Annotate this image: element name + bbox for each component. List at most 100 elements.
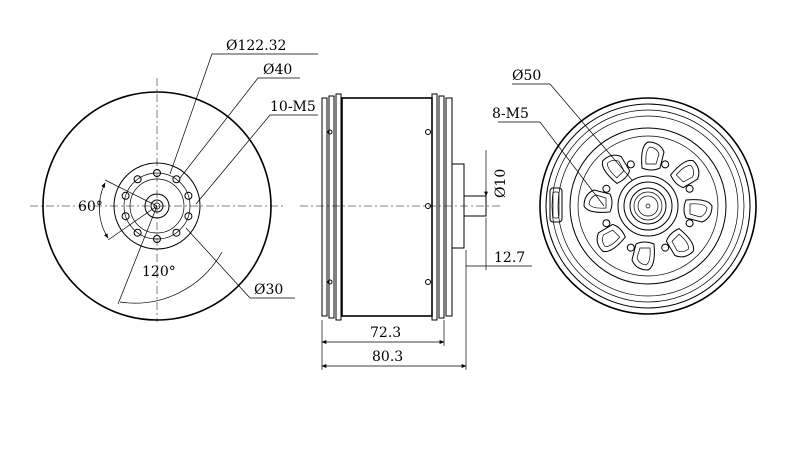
side-fin-2 (328, 95, 335, 319)
rear-window (670, 159, 700, 189)
rear-ring-4 (569, 127, 727, 285)
rear-ring-5 (577, 135, 719, 277)
leader-holes-front (195, 114, 318, 205)
front-hole (121, 212, 130, 221)
label-outer-diameter: Ø122.32 (226, 38, 286, 54)
rear-window-inner (607, 159, 625, 179)
front-hole (172, 175, 181, 184)
leader-d40 (179, 77, 300, 179)
label-length-total: 80.3 (372, 349, 403, 365)
front-hole (121, 191, 130, 200)
rear-hole (661, 243, 670, 252)
side-bolt-2 (425, 129, 431, 135)
rear-window-outline (583, 189, 613, 213)
rear-window (683, 199, 713, 223)
front-inner-circle (129, 178, 185, 234)
rear-hole (626, 160, 635, 169)
side-view: 72.3 80.3 12.7 Ø10 (300, 93, 532, 370)
rear-view: Ø50 8-M5 (492, 68, 757, 315)
label-holes-front: 10-M5 (270, 99, 316, 115)
rear-hole (685, 219, 694, 228)
front-hole (184, 212, 193, 221)
rear-window-outline (683, 199, 713, 223)
rear-window (631, 241, 655, 271)
front-hole (133, 228, 142, 237)
front-view: Ø122.32 Ø40 10-M5 60° 120° Ø30 (30, 38, 318, 322)
front-hole (133, 175, 142, 184)
front-shaft-circle (150, 199, 164, 213)
rear-window (665, 228, 695, 258)
angle-arc-60 (99, 182, 109, 239)
leader-holes-rear (498, 121, 605, 207)
leader-d50 (512, 83, 633, 181)
rear-cable-exit-inner (552, 191, 560, 219)
side-fin-4 (431, 93, 438, 321)
rear-cable-exit (549, 187, 563, 223)
side-bolt-4 (425, 279, 431, 285)
side-fin-5 (438, 95, 445, 319)
rear-outer-circle (539, 97, 757, 315)
front-bolt-circle (123, 172, 191, 240)
label-shaft-diameter: Ø10 (493, 169, 509, 198)
rear-window-inner (645, 146, 660, 165)
angle-ray-60b (107, 205, 158, 241)
angle-ray-60a (104, 179, 158, 207)
rear-bearing-outer (629, 187, 667, 225)
rear-hole (602, 184, 611, 193)
side-bolt-3 (425, 203, 431, 209)
rear-ring-1 (545, 103, 751, 309)
rear-mounting-holes (602, 160, 694, 252)
rear-window-inner (601, 229, 621, 247)
rear-window-inner (671, 233, 689, 253)
side-body (341, 97, 433, 317)
rear-bearing-inner (633, 191, 663, 221)
label-d30: Ø30 (254, 282, 283, 298)
front-hole (184, 191, 193, 200)
rear-hole (602, 219, 611, 228)
rear-hub-inner (623, 181, 673, 231)
label-angle-60: 60° (78, 199, 103, 215)
front-hub-circle (113, 162, 201, 250)
rear-window (596, 223, 626, 253)
front-hole (153, 169, 161, 177)
side-bolt-5 (327, 279, 333, 285)
side-bolt-1 (327, 129, 333, 135)
rear-window-outline (641, 141, 665, 171)
rear-hole (626, 243, 635, 252)
rear-cooling-windows (583, 141, 713, 271)
rear-window-outline (601, 154, 631, 184)
rear-ring-3 (557, 115, 739, 297)
angle-arc-120 (119, 251, 223, 304)
front-shaft-center (153, 202, 161, 210)
front-mounting-holes (121, 169, 193, 243)
rear-window (583, 189, 613, 213)
rear-hole (685, 184, 694, 193)
leader-outer-diameter (169, 53, 318, 175)
label-d40: Ø40 (263, 62, 292, 78)
rear-window-inner (689, 203, 708, 218)
side-fin-1 (321, 97, 328, 317)
label-angle-120: 120° (142, 264, 176, 280)
label-holes-rear: 8-M5 (492, 106, 529, 122)
front-hole (153, 235, 161, 243)
rear-window-outline (665, 228, 695, 258)
leader-d30 (185, 227, 295, 299)
side-fin-3 (335, 93, 342, 321)
rear-hub-circle (617, 175, 679, 237)
label-d50: Ø50 (512, 68, 541, 84)
angle-ray-120a (117, 205, 158, 305)
side-fin-6 (445, 97, 453, 317)
rear-hole (661, 160, 670, 169)
label-length-body: 72.3 (370, 325, 401, 341)
rear-window-outline (631, 241, 655, 271)
rear-window (641, 141, 665, 171)
rear-window-inner (675, 165, 695, 183)
rear-ring-2 (551, 109, 745, 303)
rear-window-outline (596, 223, 626, 253)
front-boss-circle (144, 193, 170, 219)
rear-window-inner (636, 247, 651, 266)
rear-bearing-core (637, 195, 659, 217)
rear-window (601, 154, 631, 184)
rear-center (645, 203, 651, 209)
